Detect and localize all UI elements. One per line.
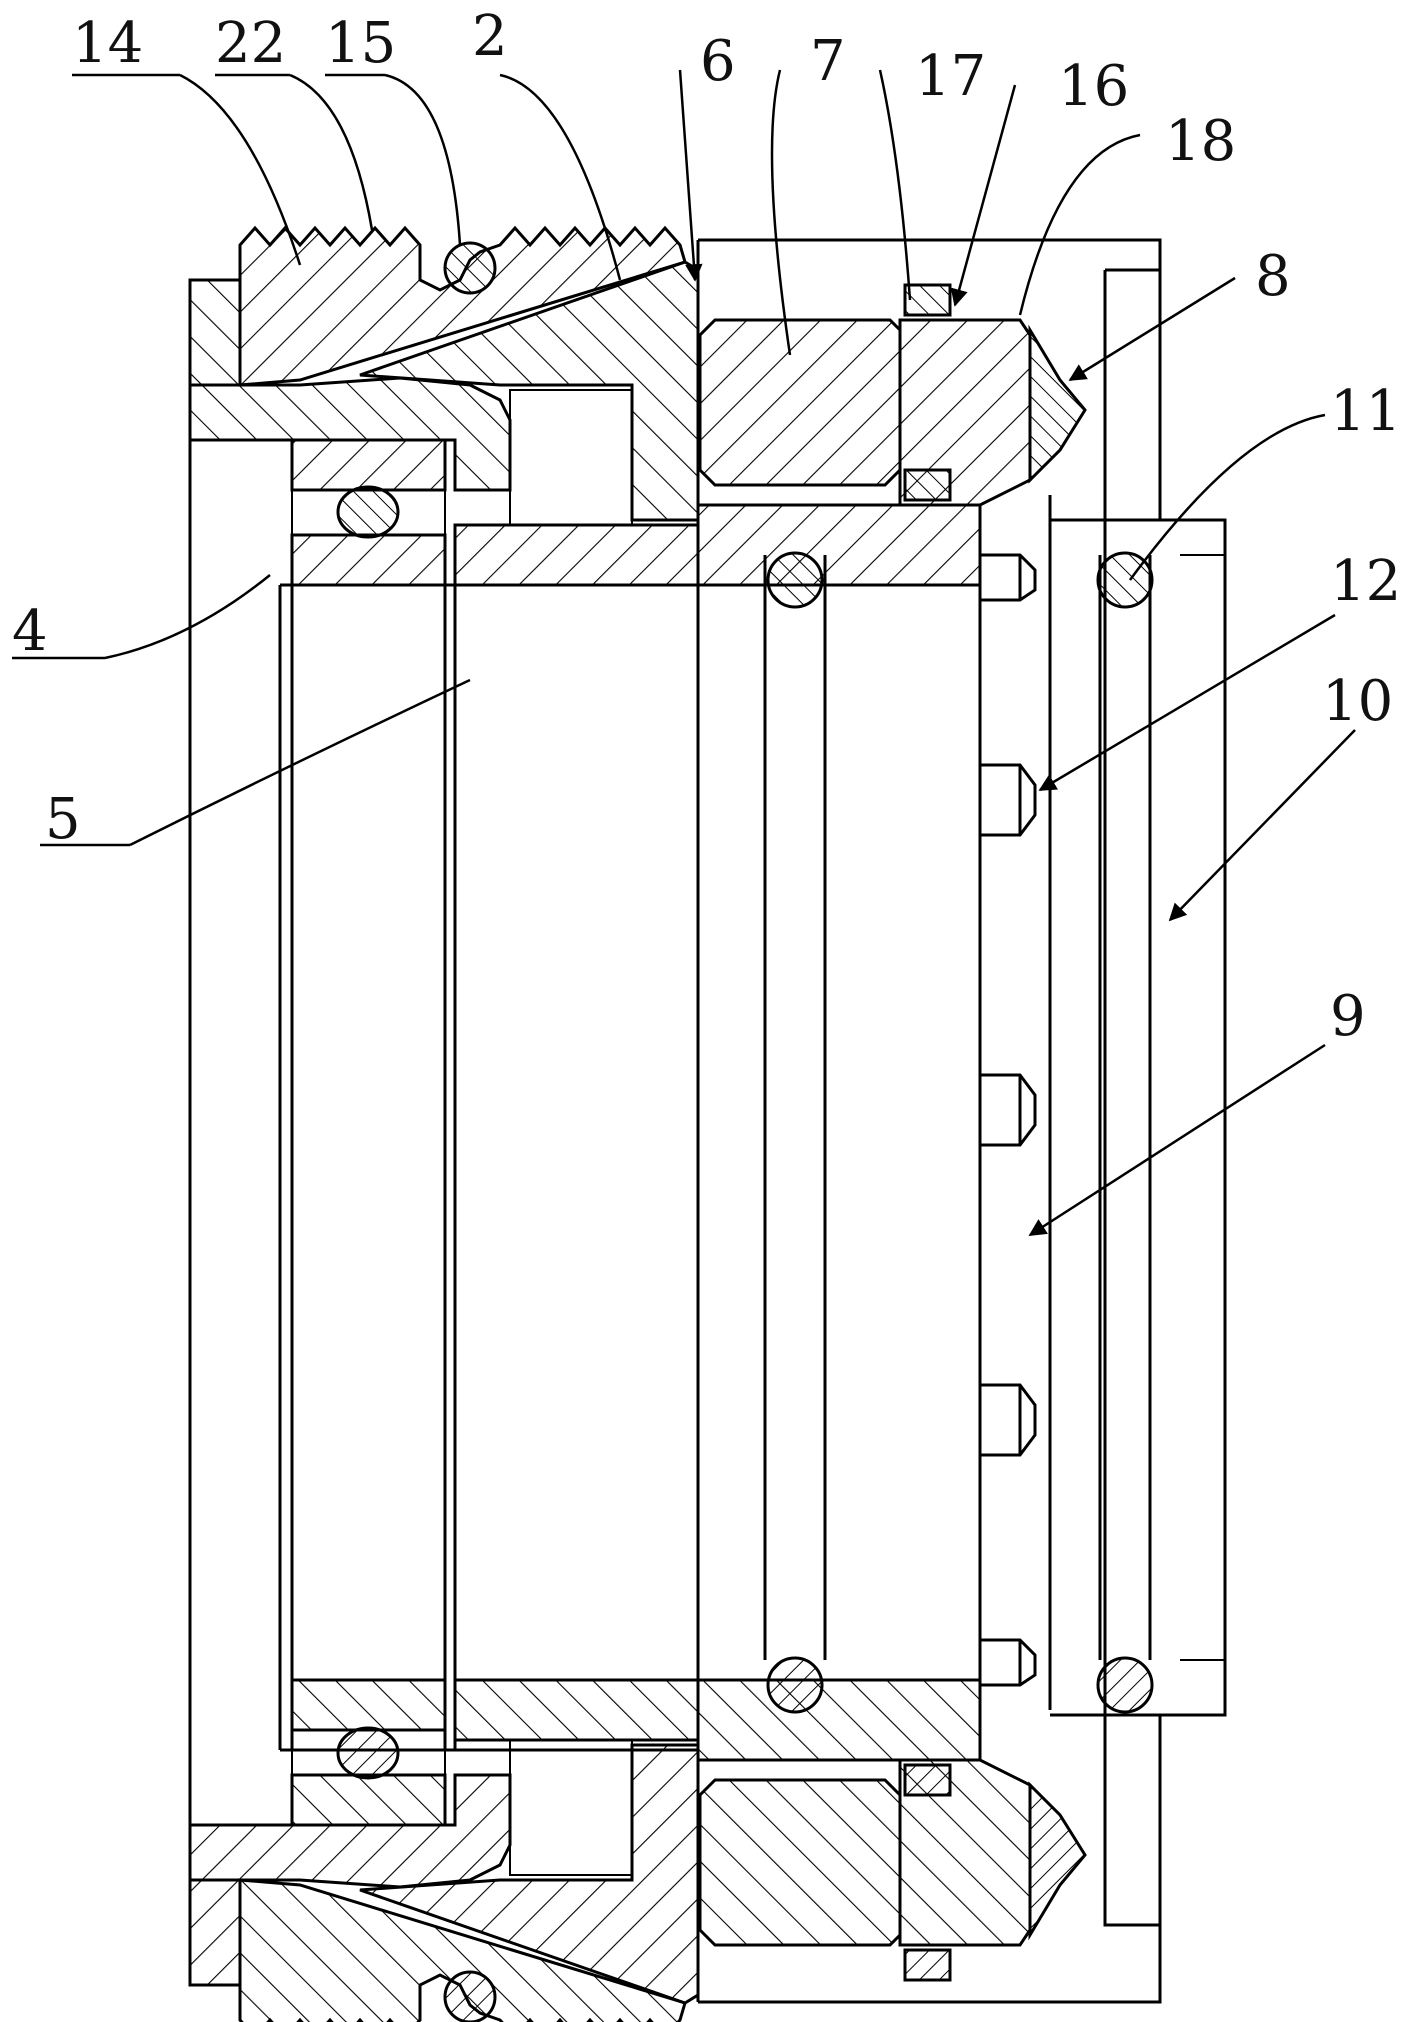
callout-17: 17 — [915, 44, 986, 109]
leader-7 — [772, 70, 790, 355]
o-ring-11-bottom — [1098, 1658, 1152, 1712]
carrier-band-top — [698, 505, 980, 585]
o-ring-15-top — [445, 243, 495, 293]
callout-18: 18 — [1165, 109, 1236, 174]
callout-9: 9 — [1330, 984, 1366, 1049]
bearing-ball-top — [338, 487, 398, 537]
bearing-inner-bottom — [292, 1680, 445, 1730]
leader-lines — [12, 70, 1355, 1235]
o-ring-inner-bottom — [768, 1658, 822, 1712]
callout-6: 6 — [700, 29, 736, 94]
callout-11: 11 — [1330, 379, 1401, 444]
tip-8-top — [1030, 330, 1085, 480]
leader-17 — [880, 70, 910, 300]
bearing-ball-bottom — [338, 1728, 398, 1778]
cavity-bottom — [510, 1740, 632, 1875]
bolt-12-head-1 — [980, 555, 1035, 600]
leader-12 — [1040, 615, 1335, 790]
leader-4 — [105, 575, 270, 658]
top-section — [190, 228, 1152, 607]
member-7-bottom — [700, 1780, 900, 1945]
bearing-inner-top — [292, 535, 445, 585]
leader-9 — [1030, 1045, 1325, 1235]
callout-22: 22 — [215, 11, 286, 76]
part-5-bore — [280, 585, 698, 1750]
bolt-12-head-5 — [980, 1640, 1035, 1685]
bolt-12-head-2 — [980, 765, 1035, 835]
leader-22 — [290, 75, 372, 230]
key-17-bottom — [905, 1950, 950, 1980]
leader-8 — [1070, 278, 1235, 380]
shaft-top — [455, 525, 698, 585]
leader-15 — [385, 75, 460, 245]
o-ring-inner-top — [768, 553, 822, 607]
bottom-section — [190, 1658, 1152, 2022]
callout-4: 4 — [12, 599, 48, 664]
leader-16 — [955, 85, 1015, 305]
member-7-top — [700, 320, 900, 485]
callout-7: 7 — [810, 29, 846, 94]
callout-15: 15 — [325, 11, 396, 76]
carrier-band-bottom — [698, 1680, 980, 1760]
key-17-top — [905, 285, 950, 315]
callout-14: 14 — [72, 11, 143, 76]
bolt-12-head-3 — [980, 1075, 1035, 1145]
callout-5: 5 — [45, 787, 81, 852]
bolt-12-head-4 — [980, 1385, 1035, 1455]
callout-16: 16 — [1058, 54, 1129, 119]
callout-10: 10 — [1322, 669, 1393, 734]
key-17-bottom-b — [905, 1765, 950, 1795]
callout-12: 12 — [1330, 549, 1401, 614]
bolts-12 — [980, 765, 1035, 1685]
o-ring-15-bottom — [445, 1972, 495, 2022]
tip-8-bottom — [1030, 1785, 1085, 1935]
leader-18 — [1020, 135, 1140, 315]
leader-5 — [130, 680, 470, 845]
callout-8: 8 — [1255, 244, 1291, 309]
shaft-bottom — [455, 1680, 698, 1740]
callout-2: 2 — [472, 4, 508, 69]
cavity-top — [510, 390, 632, 525]
key-17-top-b — [905, 470, 950, 500]
bearing-outer-bottom — [292, 1775, 445, 1825]
bearing-outer-top — [292, 440, 445, 490]
leader-10 — [1170, 730, 1355, 920]
